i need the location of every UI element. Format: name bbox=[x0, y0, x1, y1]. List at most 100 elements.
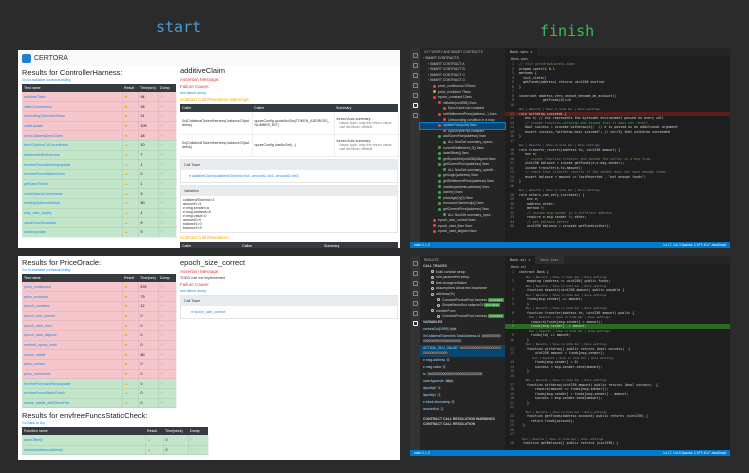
dump-icon[interactable]: ⑂ bbox=[158, 301, 177, 312]
search-icon[interactable] bbox=[412, 63, 418, 68]
tree-item[interactable]: updatePrice(uint) 0sec bbox=[419, 122, 506, 130]
tree-item[interactable]: addTokenPair(address) 0sec bbox=[420, 134, 505, 140]
codelens[interactable]: Run | Results | Show in Side bar | Rule … bbox=[505, 315, 730, 320]
variable-item[interactable]: e.block.timestamp 0 bbox=[420, 399, 505, 406]
codelens[interactable]: Run | Results | Show in Side bar | Rule … bbox=[505, 437, 730, 442]
test-name-link[interactable]: method_specs_tests bbox=[22, 340, 123, 351]
codelens[interactable]: Run | Results | Show in Side bar | Rule … bbox=[505, 342, 730, 347]
tree-item[interactable]: › SMART CONTRACT A bbox=[428, 61, 465, 66]
variable-item[interactable]: certoraOut[1999] true bbox=[420, 326, 505, 333]
dump-icon[interactable]: ⑂ bbox=[158, 359, 177, 370]
dump-icon[interactable]: ⑂ bbox=[158, 378, 177, 390]
dump-icon[interactable]: ⑂ bbox=[158, 282, 177, 293]
dump-icon[interactable]: ⑂ bbox=[188, 435, 209, 446]
remote-icon[interactable] bbox=[412, 113, 418, 118]
tree-item[interactable]: getCurrentPrice(address) 0sec bbox=[420, 207, 505, 213]
call-trace-item[interactable]: ConstantProductPool.harness SUCCESS bbox=[420, 314, 505, 320]
test-name-link[interactable]: additiveClaim bbox=[22, 92, 123, 103]
tree-item[interactable]: › SMART CONTRACT C bbox=[428, 72, 465, 77]
tree-item[interactable]: › SMART CONTRACT D bbox=[428, 78, 465, 83]
dump-icon[interactable]: ⑂ bbox=[158, 398, 177, 409]
dump-icon[interactable]: ⑂ bbox=[158, 320, 177, 331]
test-name-link[interactable]: envfreeFuncsStaticCheck bbox=[22, 388, 123, 399]
test-name-link[interactable]: oracle_stable_addTokenPair bbox=[22, 398, 123, 409]
test-name-link[interactable]: dateOffset() bbox=[22, 435, 146, 446]
tree-item[interactable]: getCurrentPrice(address) 0sec bbox=[420, 162, 505, 168]
tree-item[interactable]: Unbounding condition in a loop bbox=[420, 118, 505, 124]
call-trace-item[interactable]: assumptions about env:invariance bbox=[420, 286, 505, 292]
tree-item[interactable]: priceAge(0)(0) 0sec bbox=[420, 196, 505, 202]
collapsed-section[interactable]: CONTRACT CALL RESOLUTION WARNINGS bbox=[423, 416, 495, 421]
debug-icon[interactable] bbox=[412, 281, 418, 286]
failure-dump-link[interactable]: see failure dump bbox=[180, 289, 206, 293]
extensions-icon[interactable] bbox=[412, 93, 418, 98]
test-name-link[interactable]: epoch_start_aligned bbox=[22, 330, 123, 341]
tree-item[interactable]: setSettlementPrice(address...) 1sec bbox=[420, 112, 505, 118]
test-name-link[interactable]: epoch_size_correct bbox=[22, 311, 123, 322]
dump-icon[interactable]: ⑂ bbox=[158, 169, 177, 180]
codelens[interactable]: Run | Results | Show in Side bar | Rule … bbox=[505, 107, 730, 112]
call-trace-item[interactable]: ● epoch_size_correct bbox=[191, 310, 226, 314]
editor-tab[interactable]: Bank.spec bbox=[535, 256, 564, 264]
tree-item[interactable]: price_continuous 676sec bbox=[420, 84, 505, 90]
test-name-link[interactable]: price_convex bbox=[22, 359, 123, 370]
test-name-link[interactable]: oracle(address,address) bbox=[22, 445, 146, 456]
tree-item[interactable]: Epoch size not constant bbox=[420, 129, 505, 135]
tree-item[interactable]: oracles(address,address) 0sec bbox=[420, 185, 505, 191]
codelens[interactable]: Run | Results | Show in Side bar | Rule … bbox=[505, 378, 730, 383]
extensions-icon[interactable] bbox=[412, 301, 418, 306]
source-control-icon[interactable] bbox=[412, 83, 418, 88]
test-name-link[interactable]: price_continuous bbox=[22, 282, 123, 293]
codelens[interactable]: Run | Results | Show in Side bar | Rule … bbox=[505, 293, 730, 298]
dump-icon[interactable]: ⑂ bbox=[158, 121, 177, 132]
editor-tab[interactable]: Bank.sol × bbox=[505, 256, 536, 264]
contracts-listing-link[interactable]: Go to available contracts listing bbox=[22, 268, 71, 272]
dump-icon[interactable]: ⑂ bbox=[158, 208, 177, 219]
variable-item[interactable]: liquidity0 1 bbox=[420, 385, 505, 392]
dump-icon[interactable]: ⑂ bbox=[158, 369, 177, 380]
certora-icon[interactable] bbox=[412, 103, 418, 108]
test-name-link[interactable]: envfreeFuncsAreNonpayable bbox=[22, 378, 123, 390]
explorer-icon[interactable] bbox=[412, 261, 418, 266]
call-trace-item[interactable]: withdraw(%) bbox=[420, 292, 505, 298]
tree-item[interactable]: getEpochInfo(uint256)Aligned 0sec bbox=[420, 157, 505, 163]
dump-icon[interactable]: ⑂ bbox=[158, 111, 177, 122]
call-trace-item[interactable]: transferFrom bbox=[420, 309, 505, 315]
test-name-link[interactable]: exercisingOptionsInSteps bbox=[22, 111, 123, 122]
variable-item[interactable]: amount0ut 1 bbox=[420, 406, 505, 413]
dump-icon[interactable]: ⑂ bbox=[158, 188, 177, 200]
call-trace-item[interactable]: rule parameters setup bbox=[420, 275, 505, 281]
variables-section[interactable]: VARIABLES bbox=[423, 319, 443, 324]
tree-item[interactable]: ALL NonDet summary_specifi... bbox=[420, 168, 505, 174]
certora-icon[interactable] bbox=[412, 311, 418, 316]
dump-icon[interactable]: ⑂ bbox=[158, 311, 177, 322]
test-name-link[interactable]: mintOptionsCorrectness bbox=[22, 188, 123, 200]
variable-item[interactable]: e.msg.value 0 bbox=[420, 364, 505, 371]
tree-item[interactable]: ALL NonDet summary_spec... bbox=[420, 213, 505, 219]
tree-item[interactable]: price_evolution 79sec bbox=[420, 90, 505, 96]
dump-icon[interactable]: ⑂ bbox=[158, 198, 177, 209]
status-right[interactable]: Ln 17, Col 5 Spaces: 2 UTF-8 LF JavaScri… bbox=[663, 451, 726, 455]
tree-item[interactable]: epoch_start_aligned 0sec bbox=[420, 229, 505, 235]
tree-item[interactable]: epoch_start_then 0sec bbox=[420, 224, 505, 230]
dump-icon[interactable]: ⑂ bbox=[158, 92, 177, 103]
test-name-link[interactable]: envfreeFuncsStaticCheck bbox=[22, 169, 123, 180]
codelens[interactable]: Run | Results | Show in Side bar | Rule … bbox=[505, 306, 730, 311]
results-icon[interactable] bbox=[412, 321, 418, 326]
call-trace-item[interactable]: test storage initialize bbox=[420, 281, 505, 287]
status-left[interactable]: main 0 ⚠ 0 bbox=[414, 243, 430, 247]
breadcrumb[interactable]: Bank.sol bbox=[511, 265, 527, 269]
dump-icon[interactable]: ⑂ bbox=[158, 150, 177, 161]
back-to-top-link[interactable]: Go back to top bbox=[22, 421, 45, 426]
contracts-listing-link[interactable]: Go to available contracts listing bbox=[22, 78, 71, 82]
codelens[interactable]: Run | Results | Show in Side bar | Rule … bbox=[505, 356, 730, 361]
tree-item[interactable]: epoch_size_correct 0sec bbox=[420, 218, 505, 224]
tree-item[interactable]: getLogic(address) 0sec bbox=[420, 173, 505, 179]
tree-item[interactable]: ALL NonDet summary_specs... bbox=[420, 140, 505, 146]
test-name-link[interactable]: valueOverNeutralize bbox=[22, 217, 123, 229]
test-name-link[interactable]: epoch_start_then bbox=[22, 320, 123, 331]
dump-icon[interactable]: ⑂ bbox=[158, 330, 177, 341]
codelens[interactable]: Run | Results | Show in Side bar | Rule … bbox=[505, 284, 730, 289]
test-name-link[interactable]: validUpdate bbox=[22, 121, 123, 132]
codelens[interactable]: Run | Results | Show in Side bar | Rule … bbox=[505, 188, 730, 193]
